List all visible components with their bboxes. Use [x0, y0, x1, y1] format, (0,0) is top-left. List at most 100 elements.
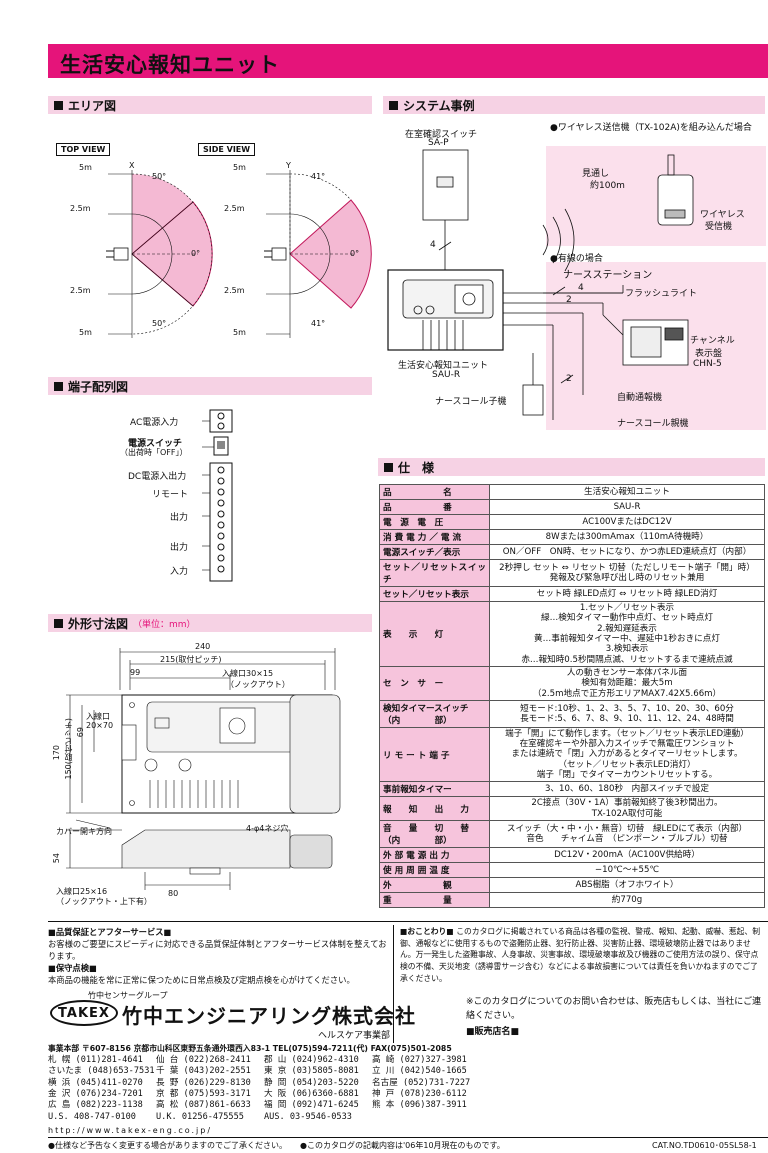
office-entry: 静 岡 (054)203-5220	[264, 1077, 359, 1088]
top-25m-upper: 2.5m	[70, 204, 91, 213]
office-entry: 神 戸 (078)230-6112	[372, 1089, 467, 1100]
dim-knockout-top-note: （ノックアウト）	[226, 680, 290, 689]
system-wireless-receiver-2: 受信機	[705, 222, 733, 232]
spec-key: 使 用 周 囲 温 度	[379, 862, 490, 878]
spec-key: 報 知 出 力	[379, 796, 490, 821]
side-zero-angle: 0°	[350, 249, 360, 258]
square-bullet-icon	[384, 462, 393, 472]
system-line-of-sight-1: 見通し	[582, 169, 610, 179]
system-wireless-case: ●ワイヤレス送信機（TX-102A)を組み込んだ場合	[550, 123, 752, 133]
system-wire-4b: 4	[578, 283, 584, 293]
office-entry: 千 葉 (043)202-2551	[156, 1066, 251, 1077]
system-diagram-svg	[387, 149, 694, 420]
office-entry: 札 幌 (011)281-4641	[48, 1055, 143, 1065]
spec-key: 品 名	[379, 484, 490, 500]
spec-value: SAU-R	[489, 499, 765, 515]
top-view-label: TOP VIEW	[56, 143, 111, 156]
dim-h150: 150(取付ピッチ)	[64, 718, 73, 780]
dim-knockout-bottom-note: （ノックアウト・上下有）	[56, 897, 152, 906]
bottom-divider	[48, 1137, 768, 1138]
spec-value: 端子「開」にて動作します。（セット／リセット表示LED連動）在室確認キーや外部入…	[489, 726, 765, 783]
office-entry: さいたま (048)653-7531	[48, 1066, 155, 1077]
spec-row: 重 量約770g	[379, 892, 765, 908]
system-wired-case: ●有線の場合	[550, 254, 603, 264]
website-url[interactable]: http://www.takex-eng.co.jp/	[48, 1126, 213, 1135]
takex-logo: TAKEX	[50, 1000, 118, 1026]
spec-key: セ ン サ ー	[379, 665, 490, 701]
spec-key: 表 示 灯	[379, 601, 490, 667]
dim-h69: 69	[76, 727, 85, 738]
office-entry: U.S. 408-747-0100	[48, 1111, 136, 1122]
office-entry: 福 岡 (092)471-6245	[264, 1100, 359, 1111]
system-wire-2b: 2	[566, 374, 572, 384]
spec-key: セット／リセットスイッチ	[379, 559, 490, 587]
spec-key: 事前報知タイマー	[379, 781, 490, 798]
system-line-of-sight-2: 約100m	[590, 181, 625, 191]
spec-value: 生活安心報知ユニット	[489, 484, 765, 500]
dim-knockout-bottom: 入線口25×16	[56, 887, 108, 896]
office-entry: 長 野 (026)229-8130	[156, 1077, 251, 1088]
division-name: ヘルスケア事業部	[318, 1031, 391, 1041]
spec-row: 品 名生活安心報知ユニット	[379, 484, 765, 500]
system-wire-2a: 2	[566, 295, 572, 305]
spec-row: セ ン サ ー人の動きセンサー本体パネル面検知有効距離：最大5m（2.5m地点で…	[379, 665, 765, 701]
top-zero-angle: 0°	[191, 249, 201, 258]
office-entry: 大 阪 (06)6360-6881	[264, 1089, 359, 1100]
system-nurse-call-master: ナースコール親機	[617, 419, 689, 429]
office-entry: 広 島 (082)223-1138	[48, 1100, 143, 1111]
spec-key: 音 量 切 替（内 部）	[379, 820, 490, 848]
spec-value: セット時 緑LED点灯 ⇔ リセット時 緑LED消灯	[489, 586, 765, 602]
system-channel-display-3: CHN-5	[693, 359, 722, 369]
dim-w99: 99	[130, 668, 141, 677]
side-25m-lower: 2.5m	[224, 286, 245, 295]
dim-screw: 4-φ4ネジ穴	[246, 824, 289, 833]
hq-address: 事業本部 〒607-8156 京都市山科区東野五条通外環西入83-1 TEL(0…	[48, 1044, 452, 1053]
spec-value: 3、10、60、180秒 内部スイッチで設定	[489, 781, 765, 798]
spec-value: 約770g	[489, 892, 765, 908]
section-system-heading: システム事例	[383, 96, 765, 114]
terminal-power-switch: 電源スイッチ	[128, 439, 183, 449]
office-entry: 名古屋 (052)731-7227	[372, 1077, 471, 1088]
quality-title: ■品質保証とアフターサービス■	[48, 927, 172, 937]
group-name: 竹中センサーグループ	[88, 991, 168, 1000]
terminal-output-2: 出力	[170, 543, 189, 553]
side-view-diagram	[264, 170, 372, 338]
notice-title: ■おことわり■	[400, 927, 454, 936]
dim-h170: 170	[52, 745, 61, 761]
maint-text: 本商品の機能を常に正常に保つために日常点検及び定期点検を心がけてください。	[48, 975, 355, 986]
catalog-number: CAT.NO.TD0610･05SL58-1	[652, 1141, 757, 1150]
spec-value: 2C接点（30V・1A）事前報知終了後3秒間出力。TX-102A取付可能	[489, 796, 765, 821]
spec-value: 8Wまたは300mAmax（110mA待機時）	[489, 529, 765, 545]
dim-w80: 80	[168, 889, 179, 898]
section-spec-label: 仕 様	[398, 460, 435, 475]
section-terminals-label: 端子配列図	[68, 379, 129, 394]
system-nurse-station: ナースステーション	[563, 270, 653, 281]
side-upper-angle: 41°	[311, 172, 326, 181]
bottom-note-1: ●仕様など予告なく変更する場合がありますのでご了承ください。	[48, 1141, 287, 1150]
square-bullet-icon	[54, 100, 63, 110]
office-entry: 高 松 (087)861-6633	[156, 1100, 251, 1111]
square-bullet-icon	[389, 100, 398, 110]
dim-w215: 215(取付ピッチ)	[160, 655, 222, 664]
system-nurse-call-slave: ナースコール子機	[435, 397, 507, 407]
section-area-label: エリア図	[68, 98, 117, 113]
quality-text: お客様のご要望にスピーディに対応できる品質保証体制とアフターサービス体制を整えて…	[48, 939, 387, 962]
section-dimensions-label: 外形寸法図	[68, 616, 129, 631]
top-lower-angle: 50°	[152, 319, 167, 328]
spec-row: リ モ ー ト 端 子端子「開」にて動作します。（セット／リセット表示LED連動…	[379, 726, 765, 783]
spec-row: 音 量 切 替（内 部）スイッチ（大・中・小・無音）切替 緑LEDにて表示（内部…	[379, 820, 765, 848]
spec-key: セット／リセット表示	[379, 586, 490, 602]
spec-value: 短モード:10秒、1、2、3、5、7、10、20、30、60分長モード:5、6、…	[489, 699, 765, 728]
footer-vertical-divider	[393, 925, 394, 1043]
dealer-label: ■販売店名■	[466, 1027, 520, 1037]
